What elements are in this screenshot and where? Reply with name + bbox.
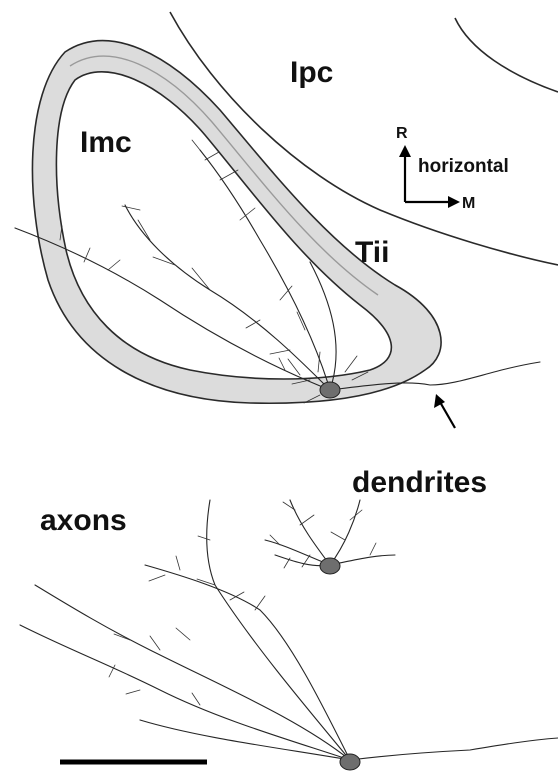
- label-dendrites: dendrites: [352, 466, 487, 499]
- soma-upper: [320, 382, 340, 398]
- medial-arrowhead: [448, 196, 460, 208]
- orientation-label-plane: horizontal: [418, 156, 509, 177]
- soma-dendrites: [320, 558, 340, 574]
- label-axons: axons: [40, 504, 127, 537]
- orientation-label-medial: M: [462, 195, 475, 212]
- outer-boundary-arc: [455, 18, 558, 92]
- axon-pointer-arrow: [440, 402, 455, 428]
- orientation-indicator: R horizontal M: [396, 125, 509, 212]
- rostral-arrowhead: [399, 145, 411, 157]
- region-label-ipc: Ipc: [290, 56, 333, 89]
- region-label-tii: Tii: [355, 236, 389, 269]
- soma-axons: [340, 754, 360, 770]
- orientation-label-rostral: R: [396, 125, 408, 142]
- upper-panel: Ipc Imc Tii R horizontal M: [15, 12, 558, 428]
- axon-arbor: [20, 500, 558, 770]
- region-label-imc: Imc: [80, 126, 132, 159]
- dendrite-cluster: [265, 500, 395, 574]
- lower-panel: dendrites axons: [20, 466, 558, 770]
